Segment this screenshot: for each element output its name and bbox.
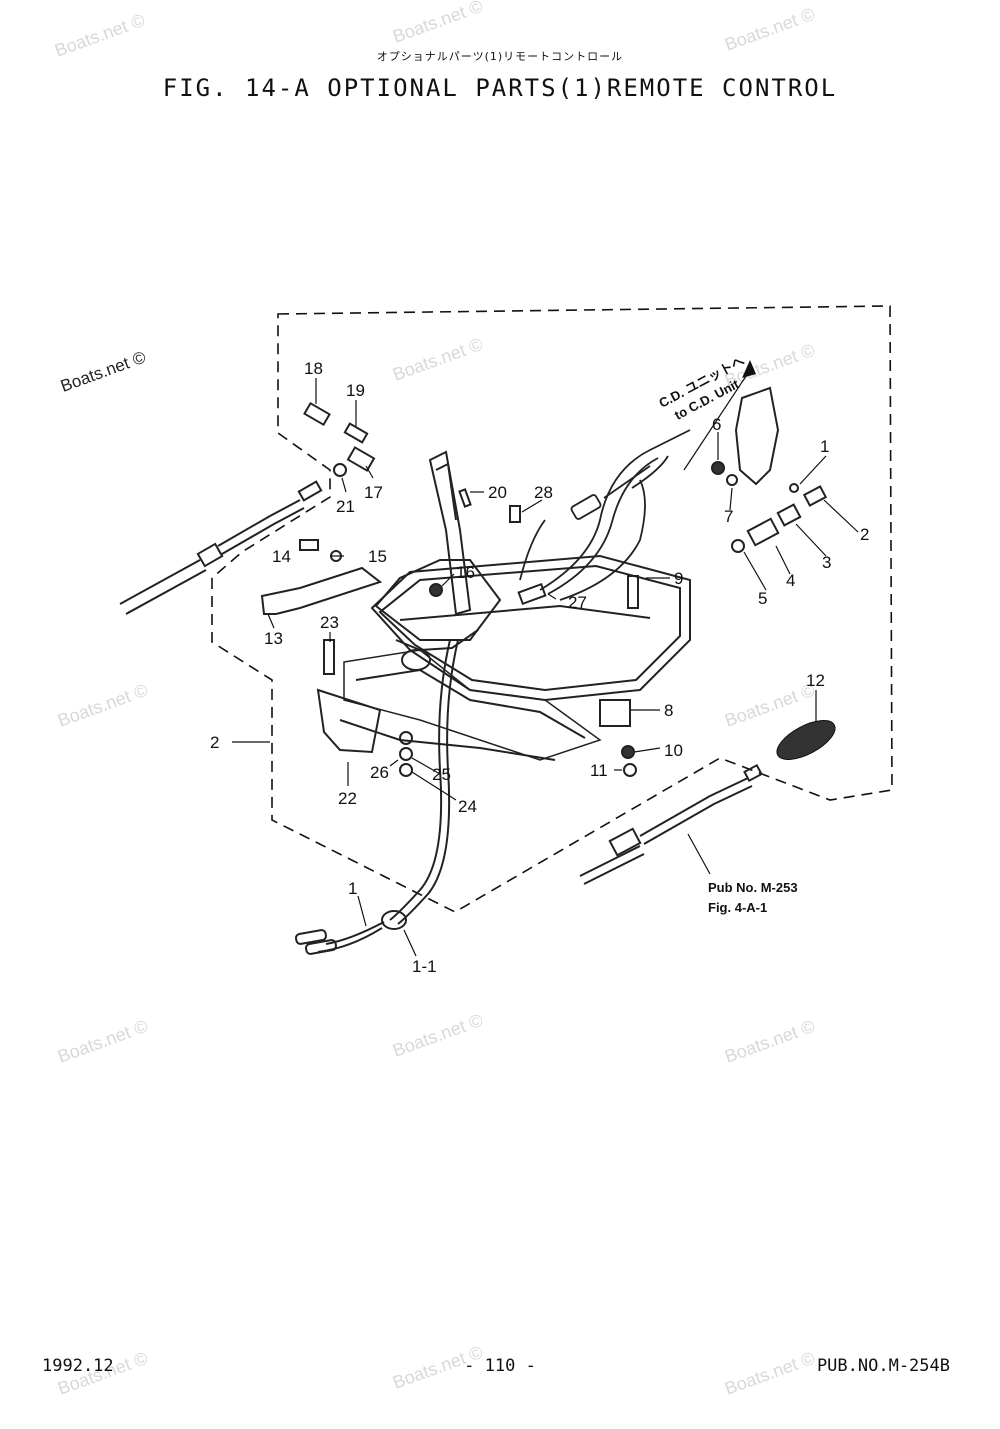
callout-8: 8 (664, 701, 673, 720)
cd-unit-wiring (519, 429, 691, 601)
steering-bracket-drawing (374, 450, 502, 671)
figure-title: FIG. 14-A OPTIONAL PARTS(1)REMOTE CONTRO… (162, 74, 838, 102)
wire-harness-drawing (294, 639, 459, 955)
cd-unit-arrow (742, 360, 756, 378)
shift-cable-drawing (579, 763, 763, 885)
callout-20: 20 (488, 483, 507, 502)
footer-date: 1992.12 (42, 1356, 114, 1376)
callout-1: 1 (348, 879, 357, 898)
callout-2-right: 2 (860, 525, 869, 544)
bracket-part-22 (316, 688, 382, 754)
callout-27: 27 (568, 593, 587, 612)
callout-28: 28 (534, 483, 553, 502)
callout-19: 19 (346, 381, 365, 400)
callout-4: 4 (786, 571, 795, 590)
bracket-part-13 (260, 566, 383, 615)
callout-18: 18 (304, 359, 323, 378)
throttle-cable-drawing (119, 480, 323, 615)
callout-1-right: 1 (820, 437, 829, 456)
lever-plate (734, 386, 780, 486)
assembly-boundary (211, 305, 893, 913)
callout-11: 11 (590, 761, 608, 780)
leader-lines (232, 369, 859, 957)
callout-15: 15 (368, 547, 387, 566)
figure-title-japanese: オプショナルパーツ(1)リモートコントロール (376, 50, 624, 63)
pub-reference-line2: Fig. 4-A-1 (708, 900, 767, 915)
callout-6: 6 (712, 415, 721, 434)
callout-17: 17 (364, 483, 383, 502)
callout-9: 9 (674, 569, 683, 588)
pub-reference-line1: Pub No. M-253 (708, 880, 798, 895)
callout-12: 12 (806, 671, 825, 690)
footer-page-number: - 110 - (464, 1356, 536, 1376)
callout-3: 3 (822, 553, 831, 572)
callout-24: 24 (458, 797, 477, 816)
cover-part-12 (776, 720, 836, 760)
footer-publication-number: PUB.NO.M-254B (816, 1356, 950, 1376)
callout-13: 13 (264, 629, 283, 648)
callout-22: 22 (338, 789, 357, 808)
callout-1-1: 1-1 (412, 957, 437, 976)
callout-10: 10 (664, 741, 683, 760)
callout-5: 5 (758, 589, 767, 608)
callout-2: 2 (210, 733, 219, 752)
callout-23: 23 (320, 613, 339, 632)
callout-26: 26 (370, 763, 389, 782)
callout-21: 21 (336, 497, 355, 516)
callout-25: 25 (432, 765, 451, 784)
callout-7: 7 (724, 507, 733, 526)
callout-14: 14 (272, 547, 291, 566)
callout-16: 16 (456, 563, 475, 582)
